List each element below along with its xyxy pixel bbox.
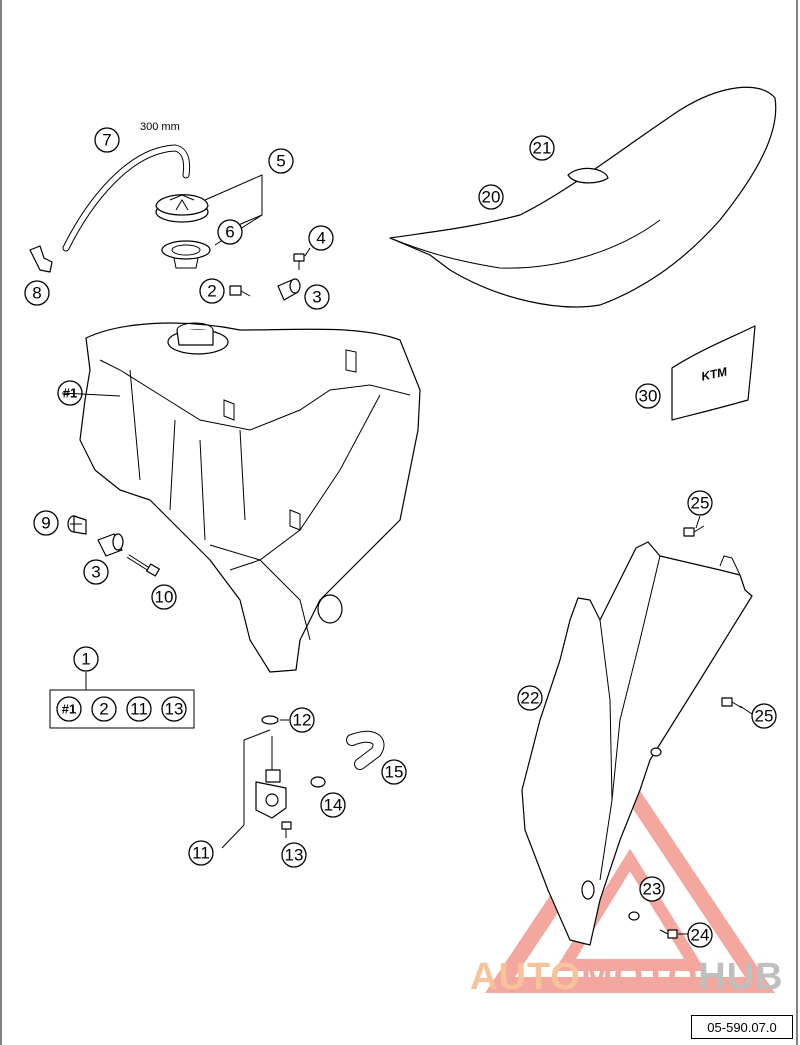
svg-text:10: 10 — [155, 588, 174, 607]
callout-20: 20 — [478, 184, 504, 210]
watermark-part-3: HUB — [698, 956, 784, 998]
svg-text:12: 12 — [293, 711, 312, 730]
svg-text:4: 4 — [316, 229, 325, 248]
figure-reference: 05-590.07.0 — [691, 1015, 793, 1039]
fuel-tank — [79, 322, 421, 673]
screw-24 — [659, 929, 678, 939]
callout-3-lower: 3 — [83, 559, 109, 585]
svg-text:#1: #1 — [62, 702, 76, 717]
callout-9: 9 — [33, 510, 59, 536]
ktm-sticker: KTM — [671, 325, 756, 421]
svg-text:25: 25 — [755, 707, 774, 726]
svg-text:3: 3 — [312, 288, 321, 307]
callout-kit-1-box: #1 — [56, 696, 82, 722]
callout-2-top: 2 — [199, 278, 225, 304]
callout-3-top: 3 — [304, 284, 330, 310]
cap-gasket — [161, 240, 211, 269]
bushing-3-lower — [97, 533, 124, 557]
svg-text:15: 15 — [385, 763, 404, 782]
watermark-text: AUTOMOTOHUB — [470, 958, 784, 996]
svg-text:13: 13 — [165, 700, 184, 719]
callout-13: 13 — [281, 842, 307, 868]
callout-15: 15 — [381, 759, 407, 785]
svg-text:11: 11 — [192, 844, 210, 863]
callout-21: 21 — [529, 135, 555, 161]
svg-text:25: 25 — [691, 494, 710, 513]
svg-text:3: 3 — [91, 563, 100, 582]
callout-12: 12 — [289, 707, 315, 733]
svg-text:1: 1 — [81, 650, 90, 669]
callout-8: 8 — [24, 280, 50, 306]
svg-text:20: 20 — [482, 188, 501, 207]
breather-hose — [62, 144, 191, 252]
side-panel — [521, 541, 753, 946]
hose-elbow-fitting — [29, 245, 53, 273]
sticker-logo-text: KTM — [700, 364, 729, 383]
svg-text:6: 6 — [225, 223, 234, 242]
screw-2 — [229, 285, 251, 297]
callout-11-box: 11 — [126, 696, 152, 722]
watermark-part-2: MOTO — [580, 956, 699, 998]
svg-text:13: 13 — [285, 846, 304, 865]
screw-4 — [293, 253, 305, 270]
hose-clamp-14 — [310, 776, 326, 788]
callout-30: 30 — [635, 383, 661, 409]
o-ring-12 — [261, 715, 279, 725]
svg-text:14: 14 — [324, 796, 343, 815]
callout-14: 14 — [320, 792, 346, 818]
callout-5: 5 — [268, 148, 294, 174]
svg-text:11: 11 — [130, 700, 148, 719]
fuel-hose-15 — [346, 730, 385, 770]
fuel-cap — [155, 194, 209, 223]
callout-2-box: 2 — [91, 696, 117, 722]
svg-text:21: 21 — [533, 139, 552, 158]
watermark-part-1: AUTO — [470, 956, 581, 998]
callout-25-top: 25 — [687, 490, 713, 516]
svg-text:24: 24 — [691, 926, 710, 945]
svg-text:8: 8 — [32, 284, 41, 303]
svg-text:9: 9 — [41, 514, 50, 533]
fuel-tap — [243, 729, 287, 825]
svg-text:22: 22 — [521, 689, 540, 708]
screw-25-right — [721, 697, 743, 709]
leader-11 — [221, 824, 245, 849]
callout-22: 22 — [517, 685, 543, 711]
callout-10: 10 — [151, 584, 177, 610]
svg-text:2: 2 — [99, 700, 108, 719]
screw-9 — [67, 515, 87, 535]
svg-text:2: 2 — [207, 282, 216, 301]
seat — [389, 86, 777, 308]
callout-6: 6 — [217, 219, 243, 245]
svg-text:23: 23 — [643, 880, 662, 899]
callout-25-right: 25 — [751, 703, 777, 729]
callout-24: 24 — [687, 922, 713, 948]
callout-1: 1 — [73, 646, 99, 672]
hose-length-label: 300 mm — [140, 121, 180, 133]
bushing-3 — [277, 278, 301, 301]
svg-text:30: 30 — [639, 387, 658, 406]
callout-4: 4 — [308, 225, 334, 251]
callout-7: 7 — [94, 127, 120, 153]
bolt-10 — [126, 554, 160, 577]
callout-13-box: 13 — [161, 696, 187, 722]
callout-11: 11 — [188, 840, 214, 866]
svg-text:7: 7 — [102, 131, 111, 150]
callout-23: 23 — [639, 876, 665, 902]
screw-13 — [281, 821, 292, 838]
screw-25-top — [683, 525, 705, 537]
svg-text:5: 5 — [276, 152, 285, 171]
